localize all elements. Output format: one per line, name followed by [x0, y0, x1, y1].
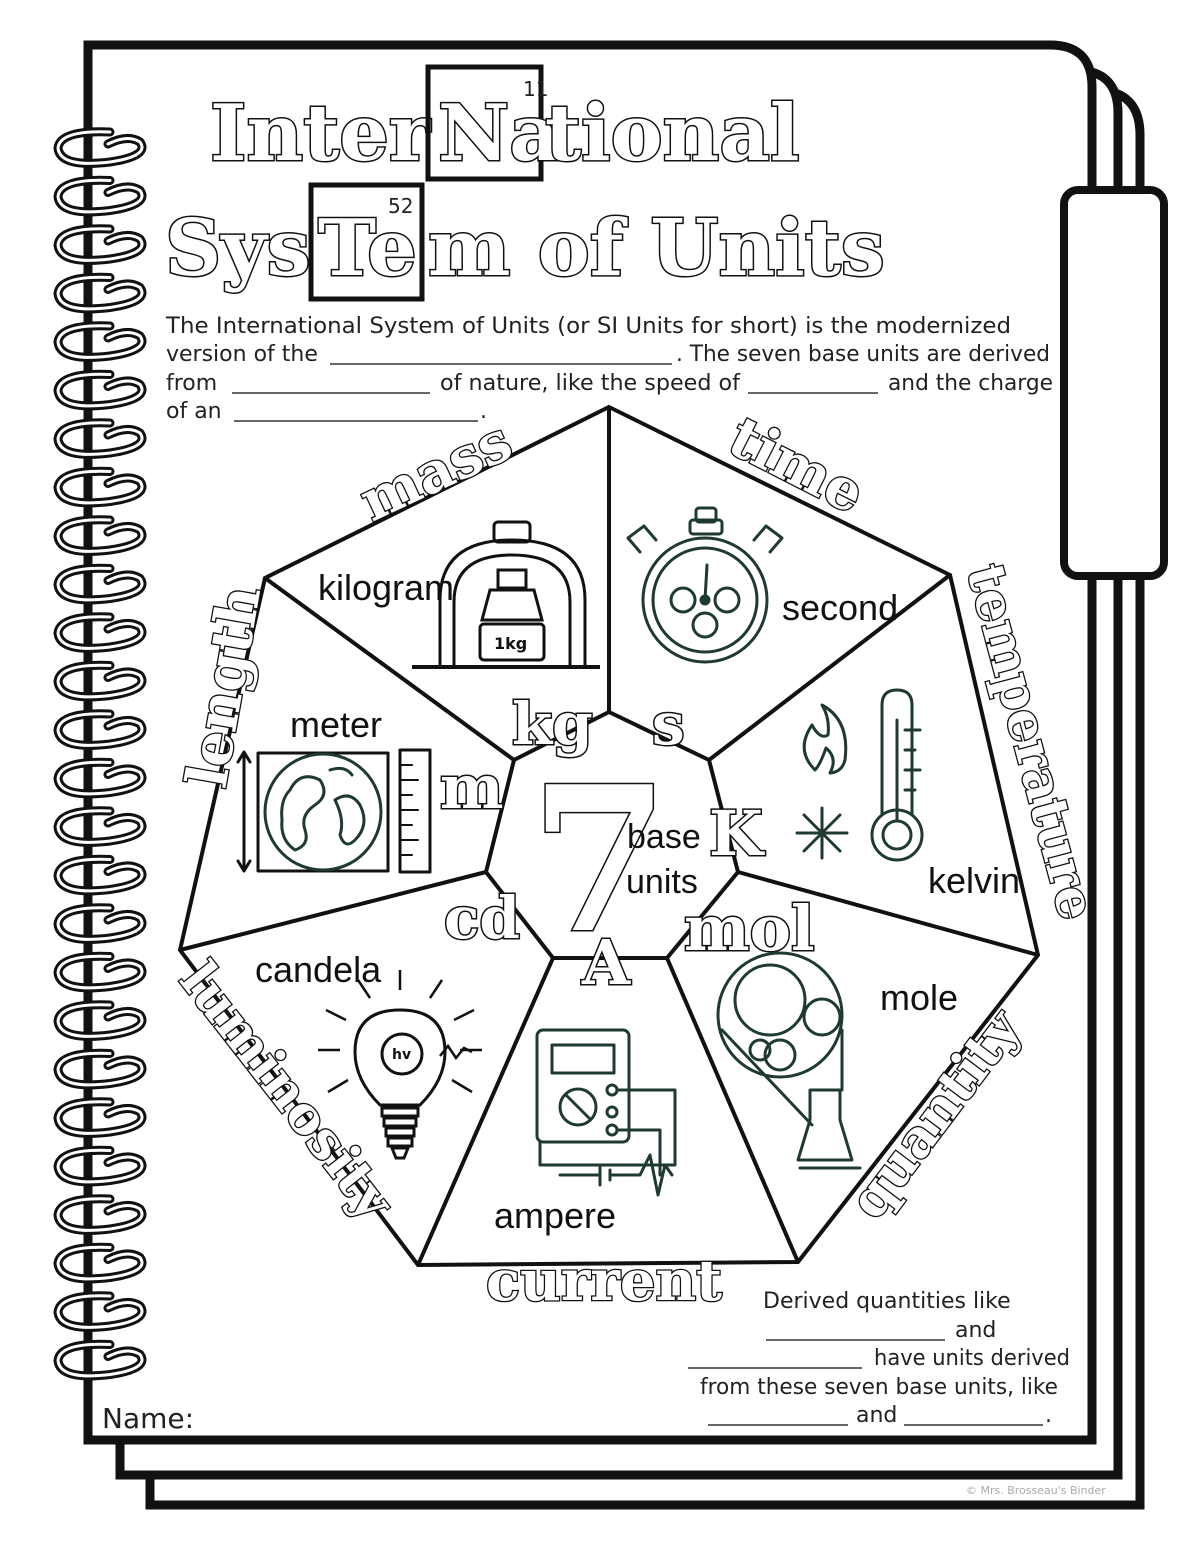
derived-line-3: have units derived — [874, 1346, 1070, 1371]
spiral-ring-highlight — [56, 663, 144, 699]
title-te: Te — [318, 203, 417, 294]
name-label: Name: — [102, 1402, 194, 1435]
stopwatch-icon — [626, 506, 784, 664]
intro-line-4a: of an — [166, 399, 222, 424]
center-label-units: units — [626, 863, 698, 901]
spiral-ring-highlight — [56, 954, 144, 990]
unit-second: second — [782, 587, 898, 628]
spiral-ring-highlight — [56, 324, 144, 359]
symbol-kg: kg — [512, 690, 593, 758]
title-tional: tional — [545, 88, 800, 179]
light-bulb-icon: hv — [318, 970, 482, 1160]
spiral-ring-highlight — [56, 1100, 144, 1135]
derived-line-5b: . — [1045, 1403, 1052, 1428]
spiral-ring-highlight — [56, 518, 144, 553]
title-m-of-units: m of Units — [428, 203, 885, 294]
spiral-ring-highlight — [56, 1342, 144, 1378]
element-number-te: 52 — [388, 194, 413, 218]
symbol-m: m — [440, 753, 504, 823]
symbol-K: K — [709, 797, 765, 870]
symbol-s: s — [652, 690, 685, 758]
center-seven: 7 base units — [529, 742, 701, 980]
spiral-ring-highlight — [56, 372, 144, 408]
quantity-current: current — [486, 1248, 722, 1314]
spiral-ring-highlight — [56, 227, 144, 262]
spiral-ring-highlight — [56, 469, 144, 505]
title-na: Na — [438, 88, 560, 179]
spiral-ring-highlight — [56, 178, 144, 214]
unit-candela: candela — [255, 949, 382, 990]
spiral-ring-highlight — [56, 615, 144, 650]
derived-line-4: from these seven base units, like — [700, 1375, 1058, 1400]
spiral-ring-highlight — [56, 275, 144, 311]
intro-line-4b: . — [480, 399, 487, 424]
spiral-ring-highlight — [56, 1003, 144, 1038]
symbol-mol: mol — [684, 892, 815, 965]
intro-line-3b: of nature, like the speed of — [440, 371, 741, 396]
spiral-ring-highlight — [56, 1294, 144, 1329]
element-box-na — [425, 64, 544, 182]
page-title: Inter Na 11 tional Sys Te 52 m of Units — [164, 64, 886, 302]
spiral-ring-highlight — [56, 1051, 144, 1087]
intro-line-2b: . The seven base units are derived — [676, 342, 1050, 367]
spiral-ring-highlight — [56, 1197, 144, 1232]
derived-line-2: and — [955, 1318, 996, 1343]
intro-line-3c: and the charge — [888, 371, 1053, 396]
element-number-na: 11 — [523, 77, 548, 101]
intro-paragraph: The International System of Units (or SI… — [165, 314, 1053, 424]
thermometer-flame-snowflake-icon — [795, 688, 924, 862]
weight-label: 1kg — [494, 634, 527, 653]
spiral-ring-highlight — [56, 906, 144, 941]
spiral-ring-highlight — [56, 566, 144, 602]
title-inter: Inter — [210, 88, 431, 179]
globe-ruler-icon — [236, 748, 432, 874]
title-sys: Sys — [165, 203, 311, 294]
spiral-binding — [53, 127, 147, 1381]
unit-kelvin: kelvin — [928, 860, 1020, 901]
spiral-ring-highlight — [56, 1148, 144, 1184]
spiral-ring-highlight — [56, 1245, 144, 1281]
balance-weight-1kg-icon: 1kg — [412, 520, 600, 669]
bulb-label-hv: hv — [392, 1047, 411, 1063]
unit-kilogram: kilogram — [318, 567, 454, 608]
intro-line-1: The International System of Units (or SI… — [165, 314, 1011, 339]
spiral-ring-highlight — [56, 712, 144, 747]
unit-mole: mole — [880, 977, 958, 1018]
intro-line-2a: version of the — [166, 342, 318, 367]
copyright: © Mrs. Brosseau's Binder — [966, 1484, 1106, 1497]
spiral-ring-highlight — [56, 809, 144, 844]
spiral-ring-highlight — [56, 421, 144, 456]
intro-line-3a: from — [166, 371, 217, 396]
inner-heptagon — [483, 709, 741, 960]
symbol-cd: cd — [444, 884, 520, 952]
spiral-ring-highlight — [56, 857, 144, 893]
unit-meter: meter — [290, 704, 382, 745]
derived-quantities-text: Derived quantities like and have units d… — [688, 1289, 1070, 1428]
multimeter-icon — [535, 1028, 677, 1197]
unit-ampere: ampere — [494, 1195, 616, 1236]
element-box-te — [308, 182, 425, 302]
spiral-ring-highlight — [56, 760, 144, 796]
symbol-A: A — [581, 926, 631, 999]
molecules-beaker-icon — [716, 951, 862, 1170]
derived-line-5a: and — [856, 1403, 897, 1428]
center-label-base: base — [627, 818, 701, 856]
spiral-ring-highlight — [56, 130, 144, 165]
derived-line-1: Derived quantities like — [763, 1289, 1011, 1314]
center-number: 7 — [530, 743, 669, 978]
